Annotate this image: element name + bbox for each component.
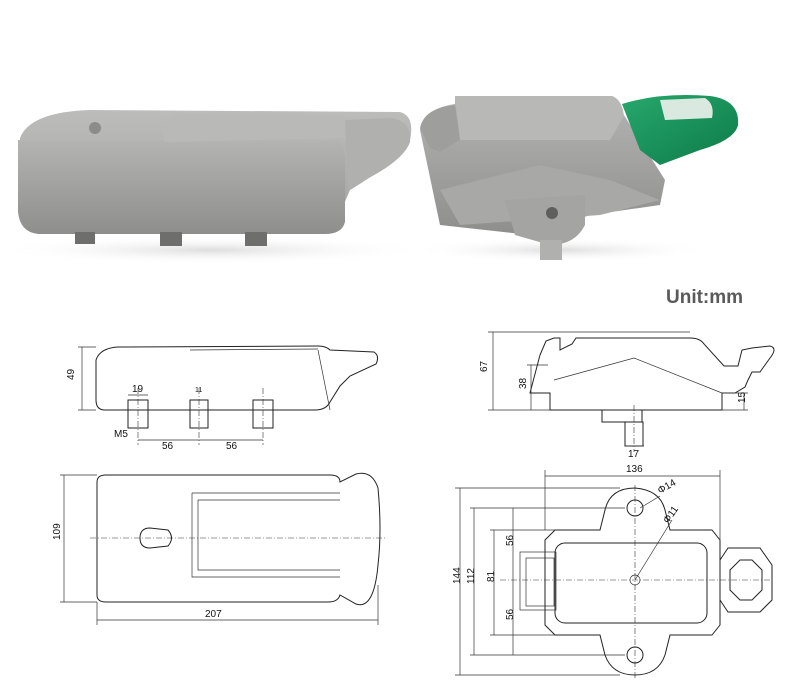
right-lock-photo bbox=[410, 95, 739, 262]
front-view-drawing: 67 38 15 17 bbox=[479, 331, 775, 460]
plan-inner-height-label: 112 bbox=[466, 568, 477, 584]
product-photo: Unit:mm bbox=[0, 0, 800, 320]
side-thread-label: M5 bbox=[114, 429, 128, 440]
unit-label: Unit:mm bbox=[666, 287, 744, 308]
product-photo-illustration bbox=[0, 95, 739, 264]
front-flange-label: 15 bbox=[737, 391, 748, 403]
top-length-label: 207 bbox=[205, 609, 222, 620]
plan-overall-height-label: 144 bbox=[452, 567, 463, 584]
top-view-drawing: 109 207 bbox=[52, 472, 385, 625]
left-lock-photo bbox=[0, 110, 430, 264]
side-spacing-1-label: 56 bbox=[162, 441, 174, 452]
front-stud-label: 17 bbox=[628, 449, 640, 460]
side-pitch-label: 19 bbox=[132, 384, 144, 395]
front-lower-height-label: 38 bbox=[518, 377, 529, 389]
plan-upper-spacing-label: 56 bbox=[505, 534, 516, 546]
side-height-label: 49 bbox=[66, 368, 77, 380]
plan-lower-spacing-label: 56 bbox=[505, 608, 516, 620]
technical-drawings: 49 19 11 M5 56 56 109 bbox=[0, 320, 800, 690]
plan-width-label: 136 bbox=[626, 464, 643, 475]
side-small-mark-label: 11 bbox=[195, 387, 202, 394]
plan-hole-large-label: Φ14 bbox=[656, 477, 678, 496]
side-view-drawing: 49 19 11 M5 56 56 bbox=[66, 345, 379, 452]
side-spacing-2-label: 56 bbox=[226, 441, 238, 452]
top-width-label: 109 bbox=[52, 523, 63, 540]
drawings-canvas: 49 19 11 M5 56 56 109 bbox=[52, 331, 775, 680]
front-height-label: 67 bbox=[479, 360, 490, 372]
plan-mid-height-label: 81 bbox=[486, 570, 497, 582]
plan-view-drawing: 136 Φ14 Φ11 144 112 81 56 56 bbox=[452, 464, 773, 680]
